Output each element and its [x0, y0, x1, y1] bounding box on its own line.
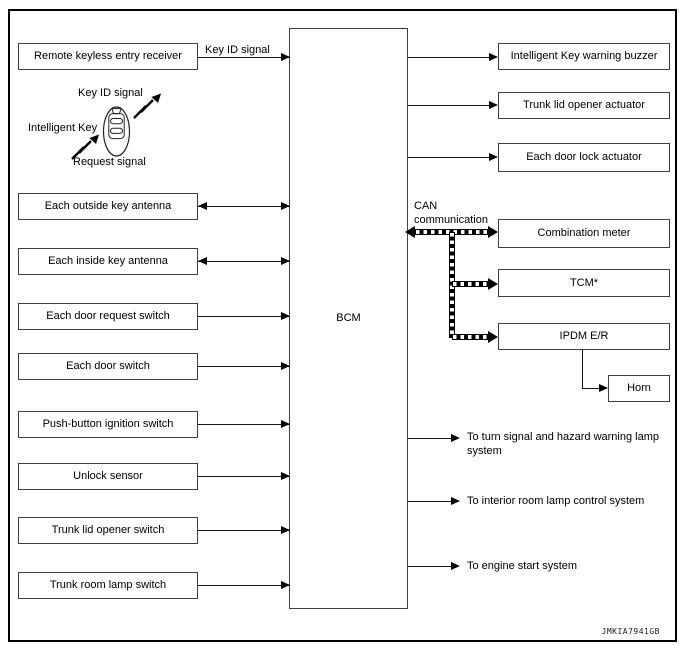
box-label: Trunk room lamp switch [49, 579, 167, 592]
remote-receiver-label: Remote keyless entry receiver [34, 50, 182, 63]
box-unlock-sensor: Unlock sensor [18, 463, 198, 490]
output-engine-start-label: To engine start system [467, 560, 578, 572]
box-label: Push-button ignition switch [42, 418, 174, 431]
line-inside-antenna-bcm [198, 261, 290, 262]
request-radio-signal-icon [71, 134, 99, 160]
arrowhead-icon [281, 526, 290, 534]
line-door-switch-bcm [198, 366, 290, 367]
box-label: Each outside key antenna [44, 200, 172, 213]
arrowhead-icon [489, 153, 498, 161]
can-arrowhead-icon [488, 278, 498, 290]
line-ipdm-horn-horizontal [582, 388, 599, 389]
arrowhead-icon [451, 562, 460, 570]
can-communication-label: CAN communication [414, 200, 488, 228]
box-remote-keyless-entry-receiver: Remote keyless entry receiver [18, 43, 198, 70]
line-outside-antenna-bcm [198, 206, 290, 207]
box-each-door-request-switch: Each door request switch [18, 303, 198, 330]
arrowhead-icon [281, 362, 290, 370]
key-id-radio-signal-icon [133, 93, 161, 119]
box-each-door-switch: Each door switch [18, 353, 198, 380]
box-label: Unlock sensor [73, 470, 143, 483]
arrowhead-icon [281, 312, 290, 320]
box-horn: Horn [608, 375, 670, 402]
bcm-label: BCM [336, 312, 361, 325]
key-id-signal-wire-label: Key ID signal [205, 44, 270, 56]
arrowhead-icon [281, 472, 290, 480]
arrowhead-icon [198, 257, 207, 265]
box-label: Each inside key antenna [48, 255, 168, 268]
arrowhead-icon [489, 53, 498, 61]
line-door-request-bcm [198, 316, 290, 317]
can-branch-tcm [452, 281, 490, 287]
line-trunk-room-lamp-bcm [198, 585, 290, 586]
box-trunk-lid-opener-switch: Trunk lid opener switch [18, 517, 198, 544]
line-ipdm-horn-vertical [582, 350, 583, 388]
line-unlock-sensor-bcm [198, 476, 290, 477]
line-bcm-warning-buzzer [408, 57, 489, 58]
arrowhead-icon [281, 257, 290, 265]
box-each-inside-key-antenna: Each inside key antenna [18, 248, 198, 275]
can-arrowhead-icon [405, 226, 415, 238]
box-label: IPDM E/R [559, 330, 609, 343]
can-arrowhead-icon [488, 226, 498, 238]
box-tcm: TCM* [498, 269, 670, 297]
line-bcm-turn-signal-system [408, 438, 451, 439]
can-arrowhead-icon [488, 331, 498, 343]
line-bcm-door-lock-actuator [408, 157, 489, 158]
box-each-door-lock-actuator: Each door lock actuator [498, 143, 670, 172]
box-label: Trunk lid opener actuator [523, 99, 645, 112]
arrowhead-icon [451, 434, 460, 442]
box-trunk-lid-opener-actuator: Trunk lid opener actuator [498, 92, 670, 119]
line-bcm-trunk-actuator [408, 105, 489, 106]
intelligent-key-label: Intelligent Key [28, 122, 98, 134]
can-label-line1: CAN [414, 200, 438, 212]
arrowhead-icon [281, 581, 290, 589]
box-label: Horn [627, 382, 651, 395]
key-id-signal-label: Key ID signal [78, 87, 143, 99]
box-intelligent-key-warning-buzzer: Intelligent Key warning buzzer [498, 43, 670, 70]
line-ignition-switch-bcm [198, 424, 290, 425]
box-trunk-room-lamp-switch: Trunk room lamp switch [18, 572, 198, 599]
line-trunk-lid-switch-bcm [198, 530, 290, 531]
box-push-button-ignition-switch: Push-button ignition switch [18, 411, 198, 438]
arrowhead-icon [599, 384, 608, 392]
can-label-line2: communication [414, 213, 488, 226]
figure-code: JMKIA7941GB [601, 627, 660, 636]
box-label: Intelligent Key warning buzzer [510, 50, 658, 63]
arrowhead-icon [451, 497, 460, 505]
arrowhead-icon [281, 202, 290, 210]
intelligent-key-fob-icon [102, 106, 131, 157]
box-label: Each door lock actuator [526, 151, 642, 164]
box-combination-meter: Combination meter [498, 219, 670, 248]
box-ipdm-er: IPDM E/R [498, 323, 670, 350]
request-signal-label: Request signal [73, 156, 146, 168]
can-branch-ipdm [452, 334, 490, 340]
arrowhead-icon [489, 101, 498, 109]
line-bcm-engine-start-system [408, 566, 451, 567]
arrowhead-icon [198, 202, 207, 210]
box-label: Trunk lid opener switch [51, 524, 165, 537]
box-bcm: BCM [289, 28, 408, 609]
line-remote-receiver-to-bcm [198, 57, 290, 58]
box-label: Combination meter [537, 227, 631, 240]
arrowhead-icon [281, 420, 290, 428]
output-turn-signal-hazard-label: To turn signal and hazard warning lamp s… [467, 431, 660, 457]
line-bcm-interior-lamp-system [408, 501, 451, 502]
box-label: Each door request switch [46, 310, 170, 323]
arrowhead-icon [281, 53, 290, 61]
box-label: TCM* [569, 276, 599, 289]
output-interior-room-lamp-label: To interior room lamp control system [467, 495, 645, 507]
box-each-outside-key-antenna: Each outside key antenna [18, 193, 198, 220]
box-label: Each door switch [66, 360, 150, 373]
